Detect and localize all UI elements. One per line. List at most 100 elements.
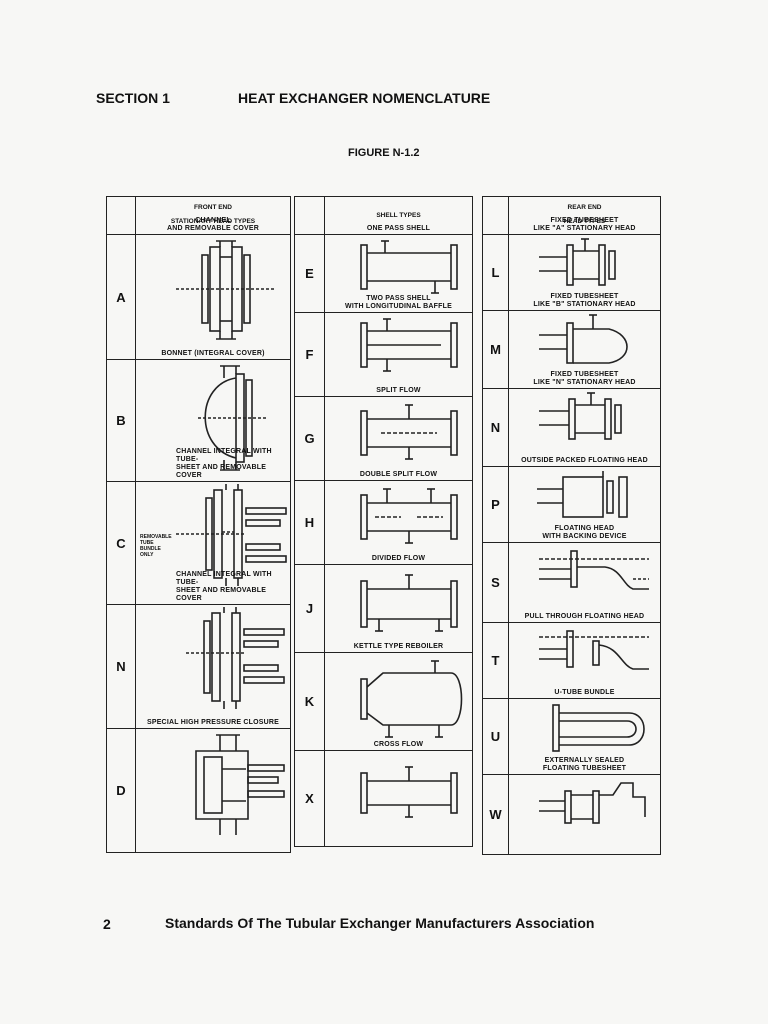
cross-flow-diagram [360,766,458,818]
front-caption-n-1: CHANNEL INTEGRAL WITH TUBE- [176,571,272,586]
divided-flow-diagram [360,574,458,632]
rear-end-heading: REAR END HEAD TYPES [508,196,661,235]
rear-cell-u: U-TUBE BUNDLE [508,689,661,775]
one-pass-shell-diagram [360,240,458,294]
front-end-heading-2: STATIONARY HEAD TYPES [170,218,256,225]
shell-letter-e: E [294,234,325,313]
front-letter-n: N [106,604,136,729]
shell-caption-x-1: CROSS FLOW [373,741,424,748]
split-flow-diagram [360,404,458,460]
shell-letter-g: G [294,396,325,481]
page-title: HEAT EXCHANGER NOMENCLATURE [238,90,491,106]
rear-caption-w-2: FLOATING TUBESHEET [542,765,627,772]
shell-caption-h-1: DOUBLE SPLIT FLOW [359,471,438,478]
shell-cell-x: CROSS FLOW [324,741,473,847]
front-end-heading-1: FRONT END [194,204,232,211]
front-cell-b: BONNET (INTEGRAL COVER) [135,350,291,482]
front-caption-d-1: SPECIAL HIGH PRESSURE CLOSURE [146,719,280,726]
shell-caption-k: KETTLE TYPE REBOILER [327,643,470,651]
fixed-tubesheet-a-diagram [539,238,616,286]
rear-letter-m: M [482,310,509,389]
double-split-flow-diagram [360,488,458,544]
rear-caption-w-1: EXTERNALLY SEALED [544,757,625,764]
u-tube-bundle-diagram [552,704,645,752]
shell-letter-k: K [294,652,325,751]
rear-caption-s-2: WITH BACKING DEVICE [542,533,627,540]
front-caption-a-1: CHANNEL [195,217,231,224]
rear-letter-s: S [482,542,509,623]
rear-cell-t: PULL THROUGH FLOATING HEAD [508,613,661,699]
shell-cell-k: KETTLE TYPE REBOILER [324,643,473,751]
channel-cover-diagram [176,240,276,340]
shell-cell-e: ONE PASS SHELL [324,225,473,313]
fixed-tubesheet-n-diagram [539,392,622,440]
front-caption-n: CHANNEL INTEGRAL WITH TUBE-SHEET AND REM… [176,571,288,603]
shell-caption-k-1: KETTLE TYPE REBOILER [353,643,444,650]
shell-letter-x: X [294,750,325,847]
shell-cell-h: DOUBLE SPLIT FLOW [324,471,473,565]
high-pressure-closure-diagram [195,734,285,835]
rear-caption-l-1: FIXED TUBESHEET [550,217,619,224]
front-caption-d: SPECIAL HIGH PRESSURE CLOSURE [138,719,288,727]
rear-caption-n-2: LIKE "N" STATIONARY HEAD [533,379,636,386]
rear-caption-s-1: FLOATING HEAD [554,525,615,532]
front-cell-n: CHANNEL INTEGRAL WITH TUBE-SHEET AND REM… [135,571,291,729]
rear-caption-p-1: OUTSIDE PACKED FLOATING HEAD [521,457,648,464]
bonnet-diagram [198,365,266,471]
rear-caption-m-2: LIKE "B" STATIONARY HEAD [533,301,636,308]
pull-through-head-diagram [539,630,649,670]
front-cell-c: REMOVABLE TUBE BUNDLE ONLY CHANNEL INTEG… [135,448,291,605]
front-end-corner [106,196,136,235]
shell-caption-g-1: SPLIT FLOW [376,387,421,394]
rear-caption-n-1: FIXED TUBESHEET [550,371,619,378]
fixed-tubesheet-b-diagram [539,314,628,364]
externally-sealed-diagram [539,782,646,824]
front-end-heading: FRONT END STATIONARY HEAD TYPES [135,196,291,235]
shell-caption-j: DIVIDED FLOW [327,555,470,563]
rear-letter-l: L [482,234,509,311]
front-caption-c-1: CHANNEL INTEGRAL WITH TUBE- [176,448,272,463]
front-side-note-c: REMOVABLE TUBE BUNDLE ONLY [140,534,172,558]
shell-caption-f-2: WITH LONGITUDINAL BAFFLE [345,303,452,310]
shell-caption-h: DOUBLE SPLIT FLOW [327,471,470,479]
rear-letter-u: U [482,698,509,775]
shell-caption-f-1: TWO PASS SHELL [366,295,431,302]
rear-caption-u-1: U-TUBE BUNDLE [554,689,615,696]
shell-table: SHELL TYPES E ONE PASS SHELL F TWO PASS … [294,196,473,847]
page-number: 2 [103,916,111,932]
front-caption-b-1: BONNET (INTEGRAL COVER) [161,350,265,357]
rear-caption-u: U-TUBE BUNDLE [511,689,658,697]
channel-integral-c-diagram [176,484,287,586]
rear-letter-p: P [482,466,509,543]
shell-caption-e: ONE PASS SHELL [327,225,470,233]
rear-cell-m: FIXED TUBESHEET LIKE "B" STATIONARY HEAD [508,293,661,389]
shell-letter-h: H [294,480,325,565]
rear-end-heading-2: HEAD TYPES [563,218,606,225]
figure-label: FIGURE N-1.2 [348,147,420,159]
front-caption-c: CHANNEL INTEGRAL WITH TUBE-SHEET AND REM… [176,448,288,480]
shell-caption-j-1: DIVIDED FLOW [371,555,426,562]
rear-letter-w: W [482,774,509,855]
rear-end-heading-1: REAR END [567,204,602,211]
kettle-reboiler-diagram [360,660,463,738]
rear-caption-p: OUTSIDE PACKED FLOATING HEAD [511,457,658,465]
rear-end-corner [482,196,509,235]
shell-letter-f: F [294,312,325,397]
front-caption-a-2: AND REMOVABLE COVER [167,225,259,232]
footer-text: Standards Of The Tubular Exchanger Manuf… [165,915,595,931]
shell-cell-j: DIVIDED FLOW [324,555,473,653]
